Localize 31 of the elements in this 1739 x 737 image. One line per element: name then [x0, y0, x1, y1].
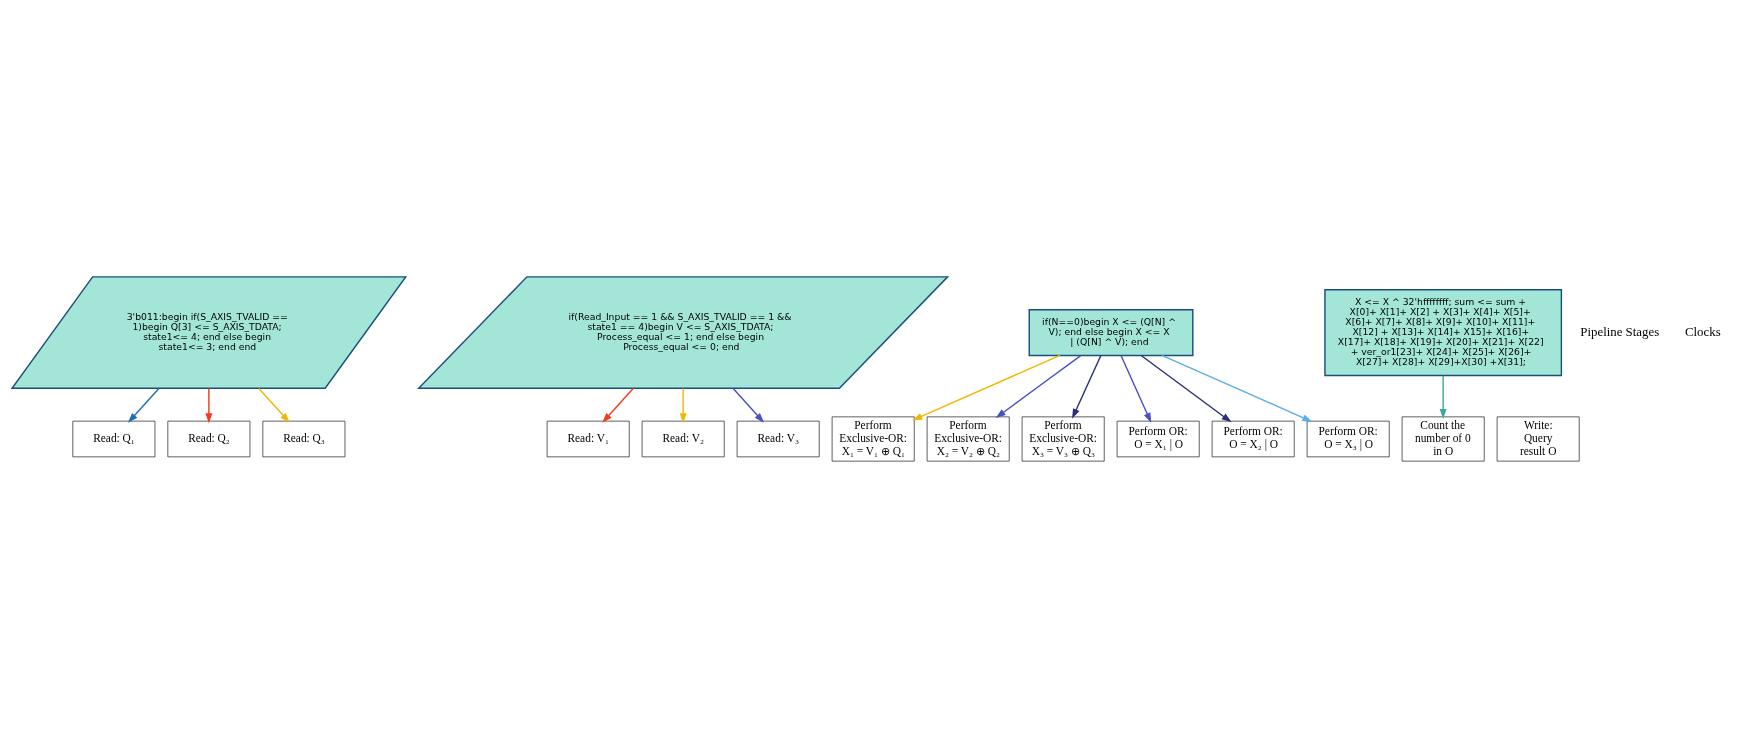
arrow	[127, 387, 160, 423]
node-box: Write: Query result O	[1496, 416, 1580, 461]
arrow	[1161, 354, 1313, 422]
label: Clocks	[1684, 324, 1721, 339]
node-box: Count the number of 0 in O	[1401, 416, 1485, 461]
arrow	[258, 387, 290, 423]
label: Pipeline Stages	[1580, 324, 1660, 339]
node-box: Read: V₂	[641, 420, 725, 457]
node-box: if(N==0)begin X <= (Q[N] ^ V); end else begin X <= X | (Q[N] ^ V); end	[1028, 308, 1194, 356]
node-box: Perform OR: O = X₃ | O	[1306, 420, 1390, 457]
arrow	[1439, 374, 1447, 419]
arrow	[205, 387, 213, 423]
node-box: Perform Exclusive-OR: X₂ = V₂ ⊕ Q₂	[926, 416, 1010, 461]
node-box: Read: Q₃	[262, 420, 346, 457]
arrow	[732, 387, 765, 423]
arrow	[912, 354, 1061, 420]
node-box: Perform OR: O = X₂ | O	[1211, 420, 1295, 457]
node-box: X <= X ^ 32'hffffffff; sum <= sum + X[0]+ X[1]+ X[2] + X[3]+ X[4]+ X[5]+ X[6]+ X[7]+ X[8]+ X[9]+ X[10]+ X[11]+ X[12] + X[13]+ X[14]+ X15]+ X[16]+ X[17]+ X[18]+ X[19]+ X[20]+ X[21]+ X[22] + ver_or1[23]+ X[24]+ X[25]+ X[26]+ X[27]+ X[28]+ X[29]+X[30] +X[31];	[1324, 288, 1563, 376]
arrow	[1140, 354, 1232, 422]
arrow	[1120, 354, 1152, 423]
arrow	[679, 387, 687, 423]
arrow	[602, 387, 634, 423]
node-box: Perform Exclusive-OR: X₁ = V₁ ⊕ Q₁	[831, 416, 915, 461]
node-box: Read: Q₂	[167, 420, 251, 457]
arrow	[995, 354, 1082, 418]
node-box: Perform Exclusive-OR: X₃ = V₃ ⊕ Q₃	[1021, 416, 1105, 461]
node-box: Read: Q₁	[72, 420, 156, 457]
arrow	[1072, 354, 1102, 419]
node-box: Read: V₃	[736, 420, 820, 457]
node-box: Read: V₁	[546, 420, 630, 457]
node-box: Perform OR: O = X₁ | O	[1116, 420, 1200, 457]
